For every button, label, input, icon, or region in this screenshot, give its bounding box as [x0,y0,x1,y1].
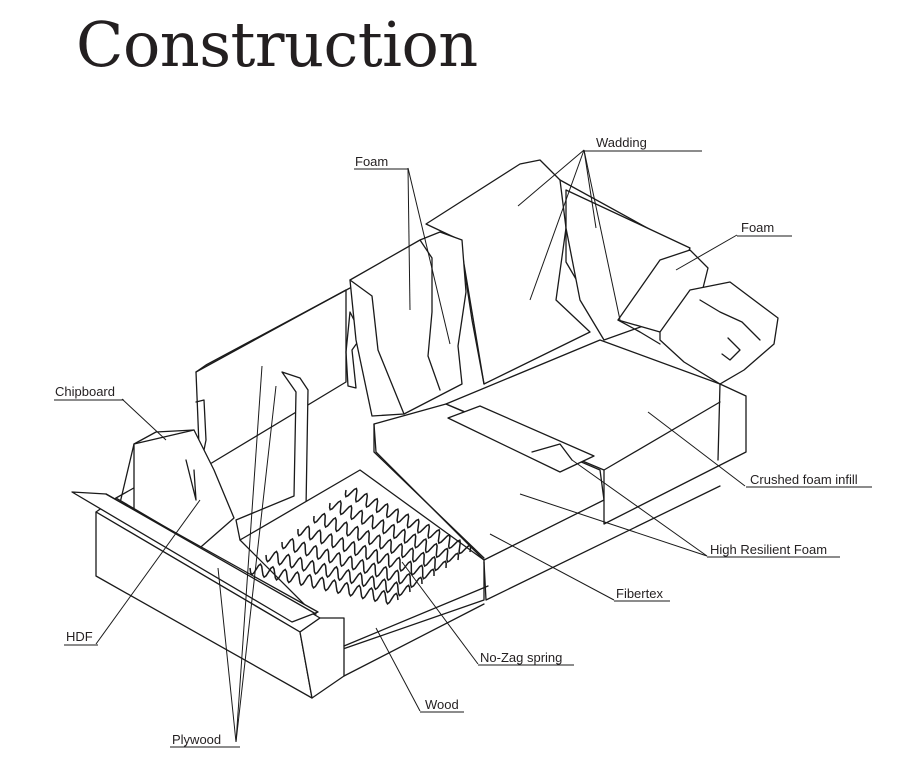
spring-row [281,537,423,589]
seat-crushed-foam-infill [445,339,747,525]
spring-row [297,525,435,580]
label-plywood: Plywood [172,732,221,747]
spring-row [313,512,447,572]
callout-hdf: HDF [64,629,98,646]
label-foam-left: Foam [355,154,388,169]
callout-plywood: Plywood [170,732,240,748]
label-no-zag-spring: No-Zag spring [480,650,562,665]
no-zag-spring-grid [249,487,472,606]
callout-foam-left: Foam [354,154,408,170]
label-foam-right: Foam [741,220,774,235]
left-arm-foam-block [349,231,467,417]
label-wood: Wood [425,697,459,712]
seat-fibertex-layer [447,405,595,473]
spring-row [265,550,411,597]
label-crushed-foam-infill: Crushed foam infill [750,472,858,487]
callout-crushed-foam-infill: Crushed foam infill [746,472,872,488]
page-title: Construction [76,8,478,81]
spring-row [249,562,399,606]
callout-fibertex: Fibertex [614,586,670,602]
spring-row [328,500,460,563]
callout-high-resilient-foam: High Resilient Foam [707,542,840,558]
right-arm-foam-block [617,249,779,385]
callout-chipboard: Chipboard [54,384,124,401]
callout-no-zag-spring: No-Zag spring [478,650,574,666]
callout-wood: Wood [420,697,464,713]
frame-back-chipboard-panel [195,287,363,471]
spring-row [344,487,472,555]
leader-lines [95,149,746,743]
callout-wadding: Wadding [584,135,702,152]
label-chipboard: Chipboard [55,384,115,399]
label-high-resilient-foam: High Resilient Foam [710,542,827,557]
label-hdf: HDF [66,629,93,644]
label-fibertex: Fibertex [616,586,663,601]
callout-foam-right: Foam [737,220,792,237]
label-wadding: Wadding [596,135,647,150]
